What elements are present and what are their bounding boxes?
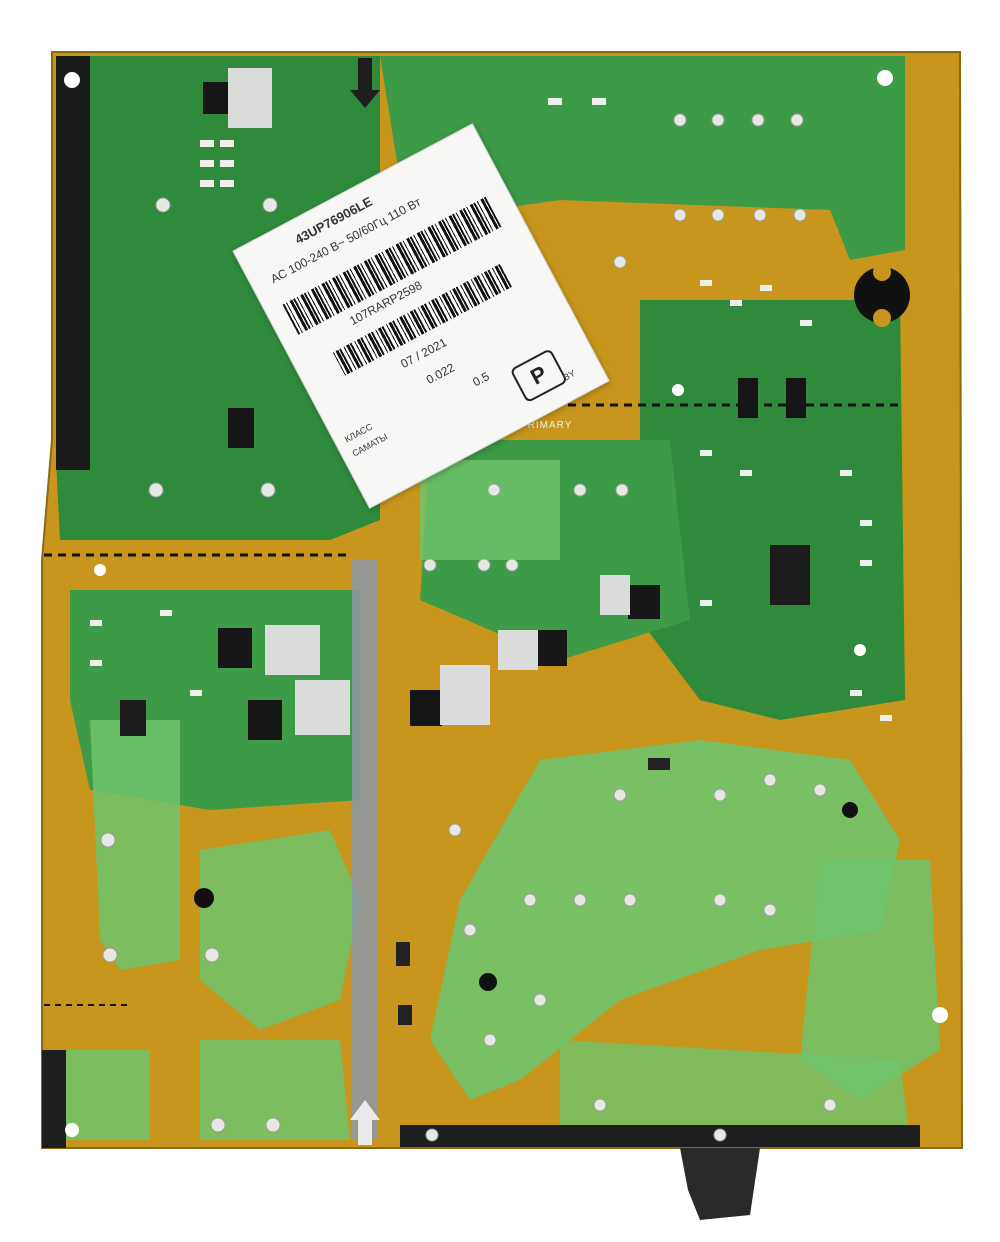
diode (786, 378, 806, 418)
copper-pour-5 (800, 860, 940, 1100)
mounting-hole-inner (873, 263, 891, 281)
screw-hole (854, 644, 866, 656)
copper-pour-4 (66, 1050, 150, 1140)
tin-pad (600, 575, 630, 615)
copper-trace-primary (420, 460, 560, 560)
secondary-mask-area (56, 56, 380, 540)
certification-mark: P (509, 348, 569, 404)
diode (738, 378, 758, 418)
mosfet (218, 628, 252, 668)
isolation-slot (352, 560, 378, 1140)
mosfet (628, 585, 660, 619)
screw-hole (932, 1007, 948, 1023)
black-edge-left (56, 56, 90, 470)
tin-pad (498, 630, 538, 670)
mosfet (203, 82, 231, 114)
ic-chip (770, 545, 810, 605)
mosfet (410, 690, 442, 726)
arrow-bottom (350, 1100, 380, 1145)
silkscreen-primary: PRIMARY (520, 420, 572, 431)
mounting-hole-inner (873, 309, 891, 327)
label-value-1: 0.022 (423, 360, 457, 387)
tin-pad (295, 680, 350, 735)
mounting-hole (854, 267, 910, 323)
black-via (479, 973, 497, 991)
primary-mask-right (640, 300, 905, 720)
black-via (842, 802, 858, 818)
copper-trace-left (90, 720, 180, 970)
mosfet (535, 630, 567, 666)
copper-pour-6 (560, 1040, 910, 1140)
cert-mark-text: P (526, 360, 551, 390)
copper-pour-3 (200, 1040, 350, 1140)
label-value-2: 0.5 (470, 369, 492, 390)
copper-pour-2 (200, 830, 360, 1030)
smd-components (90, 98, 892, 1025)
mosfet (228, 408, 254, 448)
tin-pad (265, 625, 320, 675)
copper-pour-1 (430, 740, 900, 1100)
mosfet (248, 700, 282, 740)
black-via (194, 888, 214, 908)
bottom-left-black (42, 1050, 66, 1148)
tin-pad (228, 68, 272, 128)
arrow-top (350, 58, 380, 108)
bottom-connector (680, 1148, 760, 1220)
screw-hole (65, 1123, 79, 1137)
screw-hole (877, 70, 893, 86)
secondary-mask-area-right (380, 56, 905, 260)
tin-pad (440, 665, 490, 725)
screw-hole (64, 72, 80, 88)
screw-hole (672, 384, 684, 396)
ic-chip (120, 700, 146, 736)
bottom-black-strip (400, 1125, 920, 1147)
screw-hole (94, 564, 106, 576)
